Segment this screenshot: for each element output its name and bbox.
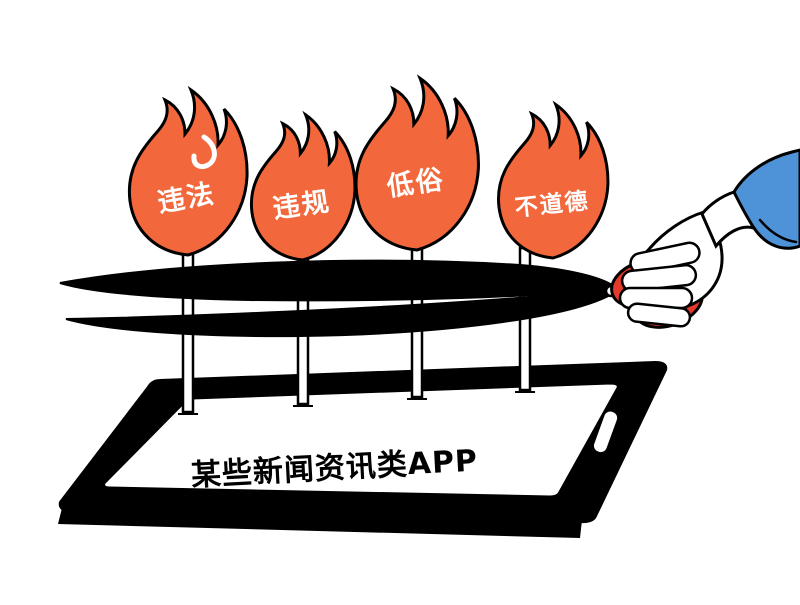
sleeve	[732, 148, 800, 250]
scissors-upper-blade	[59, 259, 619, 302]
scissors-icon	[59, 258, 704, 338]
phone-side-thickness	[58, 508, 582, 538]
flame-highlight-swirl	[191, 134, 217, 170]
sleeve-fold-line	[758, 218, 798, 244]
flame-group-1: 违法	[127, 88, 249, 257]
hand-illustration	[618, 148, 800, 328]
flame-group-4: 不道德	[496, 103, 610, 260]
flame-shape-4	[496, 103, 610, 260]
flame-shape-1	[127, 88, 249, 257]
flame-group-2: 违规	[249, 113, 357, 262]
flame-group-3: 低俗	[354, 76, 480, 252]
phone-home-button	[591, 409, 620, 455]
hand-finger-4	[626, 302, 692, 328]
flame-shape-2	[249, 113, 357, 262]
flame-shape-3	[354, 76, 480, 252]
phone-illustration: 某些新闻资讯类APP	[58, 360, 668, 538]
